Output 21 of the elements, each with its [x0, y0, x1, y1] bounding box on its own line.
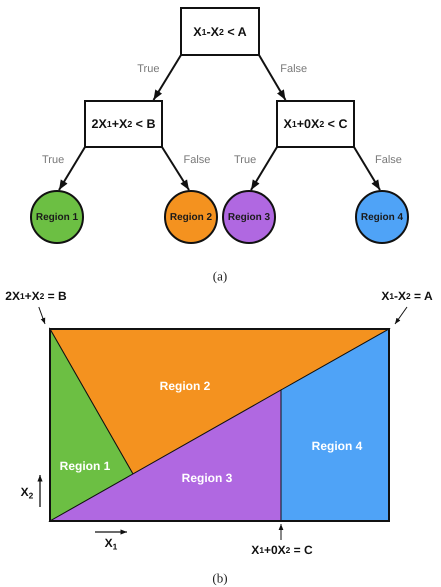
region-label: Region 2 — [160, 379, 210, 393]
region-label: Region 3 — [182, 471, 232, 485]
leaf-circle: Region 2 — [164, 190, 218, 244]
arrow — [58, 146, 86, 191]
leaf-circle: Region 3 — [222, 190, 276, 244]
arrow — [152, 54, 182, 101]
leaf-circle: Region 1 — [30, 190, 84, 244]
region-label: Region 4 — [312, 439, 362, 453]
leaf-circle: Region 4 — [355, 190, 409, 244]
leader-arrow — [278, 524, 284, 540]
axis-label: X$_{1}$ — [104, 536, 118, 550]
arrow — [258, 54, 286, 100]
arrow — [353, 146, 381, 191]
leader-arrow — [394, 306, 408, 324]
axis-label: X$_{2}$ — [20, 485, 34, 499]
subfigure-caption: (b) — [212, 570, 228, 586]
subfigure-caption: (a) — [212, 268, 228, 284]
arrow — [161, 146, 190, 191]
region-label: Region 1 — [60, 459, 110, 473]
leader-arrow — [38, 306, 46, 324]
arrow — [250, 146, 278, 191]
